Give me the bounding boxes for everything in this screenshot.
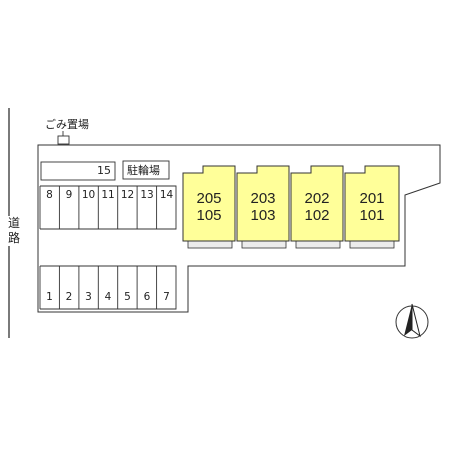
road-label-text: 道路 bbox=[7, 216, 20, 245]
parking-slot-label: 13 bbox=[140, 189, 154, 201]
building-unit-205-105 bbox=[182, 165, 236, 242]
parking-slot-label: 3 bbox=[85, 291, 92, 303]
parking-slot-label: 7 bbox=[163, 291, 170, 303]
parking-slot-label: 4 bbox=[104, 291, 112, 303]
parking-row-bottom bbox=[39, 265, 177, 310]
bicycle-parking-label: 駐輪場 bbox=[127, 164, 160, 177]
building-unit-201-101 bbox=[344, 165, 400, 242]
parking-slot-15 bbox=[40, 161, 116, 181]
north-arrow-icon bbox=[395, 303, 429, 339]
parking-slot-label: 1 bbox=[46, 291, 53, 303]
garbage-area-label: ごみ置場 bbox=[45, 118, 89, 131]
unit-number-lower: 105 bbox=[196, 207, 222, 224]
parking-slot-15-label: 15 bbox=[97, 164, 111, 177]
bicycle-parking-box bbox=[122, 160, 170, 180]
parking-slot-label: 14 bbox=[159, 189, 174, 201]
garbage-box bbox=[57, 135, 70, 145]
unit-number-upper: 202 bbox=[304, 190, 330, 207]
building-block bbox=[182, 165, 400, 249]
unit-number-upper: 203 bbox=[250, 190, 276, 207]
parking-slot-label: 10 bbox=[81, 189, 96, 201]
parking-slot-label: 5 bbox=[124, 291, 131, 303]
parking-slot-label: 12 bbox=[120, 189, 135, 201]
parking-slot-label: 8 bbox=[46, 189, 53, 201]
unit-number-lower: 103 bbox=[250, 207, 276, 224]
unit-number-upper: 205 bbox=[196, 190, 222, 207]
parking-slot-label: 2 bbox=[65, 291, 73, 303]
parking-row-top bbox=[39, 185, 177, 230]
unit-number-lower: 102 bbox=[304, 207, 330, 224]
parking-slot-label: 6 bbox=[143, 291, 151, 303]
unit-number-upper: 201 bbox=[359, 190, 385, 207]
road-label: 道路 bbox=[7, 216, 21, 246]
parking-slot-label: 11 bbox=[101, 189, 115, 201]
parking-slot-label: 9 bbox=[65, 189, 73, 201]
building-unit-203-103 bbox=[236, 165, 290, 242]
building-unit-202-102 bbox=[290, 165, 344, 242]
unit-number-lower: 101 bbox=[359, 207, 385, 224]
